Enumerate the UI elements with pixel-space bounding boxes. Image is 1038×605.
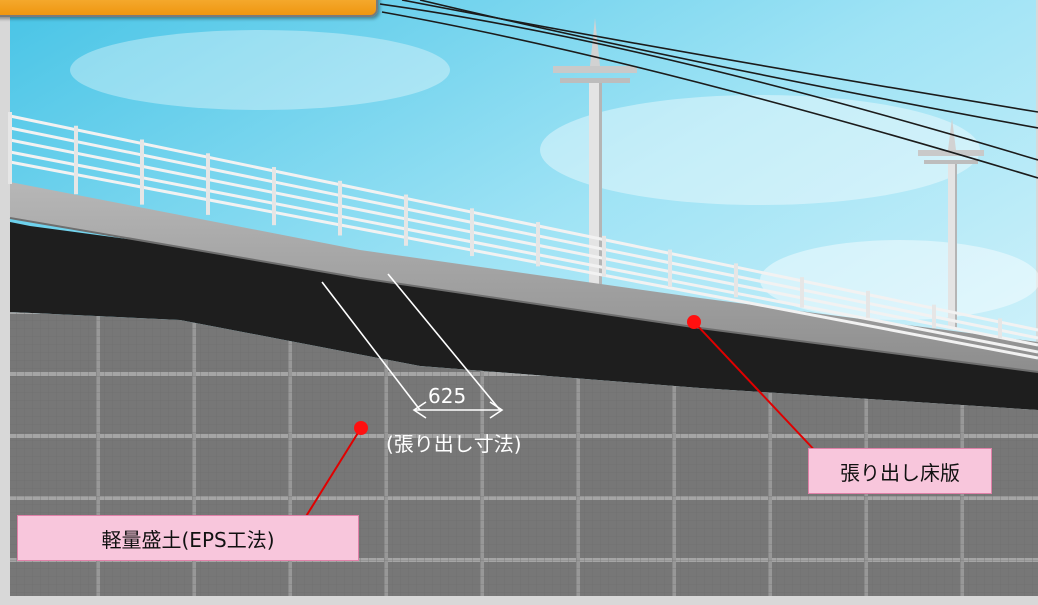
header-tab <box>0 0 378 17</box>
slab-marker-dot <box>687 315 701 329</box>
utility-poles <box>553 18 984 328</box>
overhang-slab-label-text: 張り出し床版 <box>840 460 960 485</box>
leader-lines <box>304 321 821 519</box>
overhang-slab-label: 張り出し床版 <box>808 448 992 494</box>
dimension-caption: (張り出し寸法) <box>386 432 522 456</box>
dimension-lines <box>321 273 504 419</box>
lightweight-fill-label-text: 軽量盛土(EPS工法) <box>101 527 275 552</box>
overhang-slab <box>10 182 1038 372</box>
lightweight-fill-label: 軽量盛土(EPS工法) <box>17 515 359 561</box>
power-lines <box>379 0 1038 179</box>
eps-marker-dot <box>354 421 368 435</box>
dimension-value: 625 <box>428 384 467 408</box>
slab-shadow <box>10 222 1038 410</box>
